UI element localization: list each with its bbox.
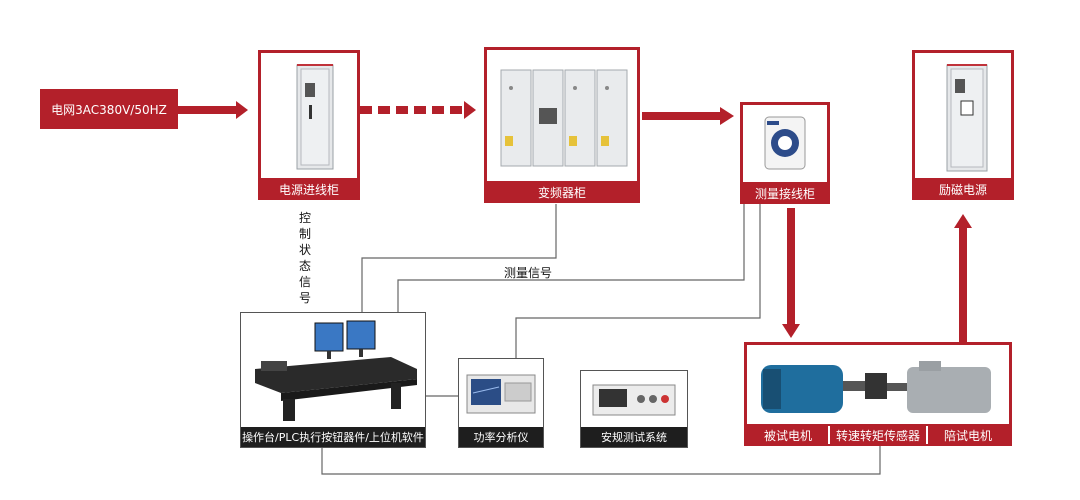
excitation-power-label: 励磁电源: [912, 178, 1014, 200]
safety-tester-node: 安规测试系统: [580, 370, 688, 448]
grid-source-label: 电网3AC380V/50HZ: [40, 89, 178, 129]
safety-tester-icon: [592, 384, 676, 416]
excitation-power-node: 励磁电源: [912, 50, 1014, 200]
vfd-cabinet-node: 变频器柜: [484, 47, 640, 203]
control-status-signal-label: 控制状态信号: [298, 211, 311, 305]
motor-test-bench-icon: [761, 361, 991, 413]
arrow-measure-to-motors: [782, 208, 800, 338]
power-cabinet-node: 电源进线柜: [258, 50, 360, 200]
arrow-power-to-vfd: [360, 101, 476, 119]
arrow-motors-to-excitation: [954, 214, 972, 342]
motor-group-node: 被试电机 转速转矩传感器 陪试电机: [744, 342, 1012, 446]
safety-tester-label: 安规测试系统: [581, 427, 687, 447]
label-divider-2: [926, 426, 928, 444]
console-label: 操作台/PLC执行按钮器件/上位机软件: [241, 427, 425, 447]
power-analyzer-node: 功率分析仪: [458, 358, 544, 448]
measurement-cabinet-node: 测量接线柜: [740, 102, 830, 204]
measurement-cabinet-label: 测量接线柜: [740, 182, 830, 204]
arrow-source-to-power: [178, 101, 248, 119]
power-analyzer-label: 功率分析仪: [459, 427, 543, 447]
vfd-cabinet-label: 变频器柜: [484, 181, 640, 203]
measurement-signal-label: 测量信号: [504, 266, 553, 280]
torque-sensor-label: 转速转矩传感器: [835, 428, 920, 443]
operator-console-icon: [255, 320, 417, 421]
current-sensor-icon: [764, 116, 806, 170]
electrical-cabinet-icon: [296, 64, 334, 170]
motor-group-labels: 被试电机 转速转矩传感器 陪试电机: [744, 424, 1012, 446]
label-divider-1: [828, 426, 830, 444]
power-cabinet-label: 电源进线柜: [258, 178, 360, 200]
vfd-cabinet-icon: [500, 69, 628, 167]
excitation-cabinet-icon: [946, 64, 988, 172]
load-motor-label: 陪试电机: [943, 428, 992, 443]
console-node: 操作台/PLC执行按钮器件/上位机软件: [240, 312, 426, 448]
power-analyzer-icon: [466, 374, 536, 414]
arrow-vfd-to-measure: [642, 107, 734, 125]
tested-motor-label: 被试电机: [763, 428, 812, 443]
signal-wires: [321, 204, 881, 475]
